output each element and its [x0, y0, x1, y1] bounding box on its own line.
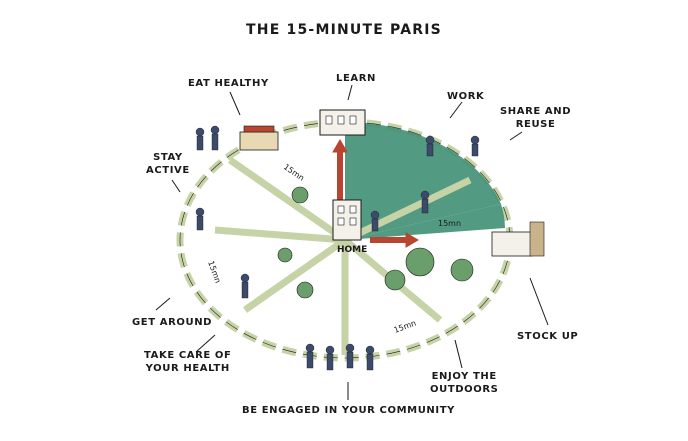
label-take-care-line1: TAKE CARE OF [144, 350, 232, 361]
label-stay-line2: ACTIVE [146, 165, 190, 176]
label-learn: LEARN [336, 73, 377, 84]
shop-stall [491, 221, 545, 257]
home-building [332, 199, 362, 241]
park-sector-extension [345, 204, 505, 240]
label-stock-up: STOCK UP [517, 331, 579, 342]
trees [277, 186, 474, 299]
home-label: HOME [337, 245, 367, 255]
label-share-line1: SHARE AND [500, 106, 572, 117]
time-label-right: 15mn [438, 219, 461, 228]
time-label-left: 15mn [206, 260, 222, 285]
label-enjoy-line2: OUTDOORS [430, 384, 499, 395]
label-work: WORK [447, 91, 485, 102]
market-stall [239, 125, 279, 151]
page-title: THE 15-MINUTE PARIS [246, 22, 442, 38]
label-pointers [155, 84, 549, 400]
red-arrows [332, 139, 419, 248]
label-take-care-line2: YOUR HEALTH [145, 363, 230, 374]
time-label-top: 15mn [282, 162, 306, 183]
label-take-care: TAKE CARE OF YOUR HEALTH [144, 349, 231, 375]
label-stay-active: STAY ACTIVE [146, 151, 190, 177]
park-sector [345, 122, 501, 240]
label-community: BE ENGAGED IN YOUR COMMUNITY [242, 405, 455, 416]
label-share-and-reuse: SHARE AND REUSE [500, 105, 571, 131]
label-share-line2: REUSE [515, 119, 556, 130]
school-building [319, 109, 366, 136]
label-get-around: GET AROUND [132, 317, 213, 328]
label-stay-line1: STAY [153, 152, 183, 163]
label-enjoy-line1: ENJOY THE [431, 371, 497, 382]
radial-paths [214, 157, 472, 355]
label-eat-healthy: EAT HEALTHY [188, 78, 269, 89]
time-label-bottom: 15mn [393, 319, 418, 335]
people [195, 125, 480, 371]
label-enjoy-outdoors: ENJOY THE OUTDOORS [430, 370, 498, 396]
